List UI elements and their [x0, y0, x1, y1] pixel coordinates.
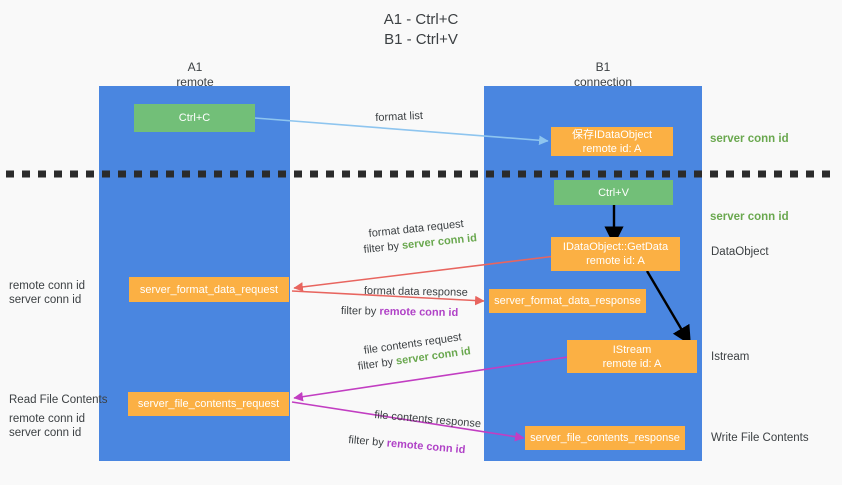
arrow-getdata-to-istream	[645, 270, 691, 346]
box-ctrl-v-line1: Ctrl+V	[598, 186, 629, 199]
box-server-file-contents-response[interactable]: server_file_contents_response	[525, 426, 685, 450]
lane-a1-name: A1	[187, 60, 203, 74]
fmt-resp-filter-prefix: filter by	[340, 304, 380, 318]
box-fmt-resp-label: server_format_data_response	[494, 295, 641, 307]
arrow-file-contents-request	[293, 356, 569, 402]
box-file-resp-label: server_file_contents_response	[530, 432, 680, 444]
box-idataobject-getdata[interactable]: IDataObject::GetData remote id: A	[551, 237, 680, 271]
box-server-file-contents-request[interactable]: server_file_contents_request	[128, 392, 289, 416]
box-getdata-line1: IDataObject::GetData	[562, 241, 669, 253]
right-label-istream: Istream	[711, 351, 750, 363]
left-label-remote-conn-id-2: remote conn id	[9, 413, 86, 425]
box-save-idataobject-line1: 保存IDataObject	[571, 128, 653, 141]
arrow-format-data-response	[291, 290, 485, 306]
edge-label-format-data-response-line1: format data response	[363, 284, 468, 299]
lane-header-b1: B1 connection	[528, 60, 678, 90]
fmt-resp-filter-value: remote conn id	[379, 305, 459, 320]
right-label-server-conn-id-mid: server conn id	[710, 211, 789, 223]
left-label-read-file-contents: Read File Contents	[9, 394, 108, 406]
left-label-server-conn-id-2: server conn id	[9, 427, 82, 439]
box-istream-line1: IStream	[612, 343, 652, 356]
right-label-write-file-contents: Write File Contents	[711, 432, 809, 444]
box-ctrl-c[interactable]: Ctrl+C	[134, 104, 255, 132]
box-file-req-label: server_file_contents_request	[137, 398, 280, 410]
box-ctrl-v[interactable]: Ctrl+V	[554, 180, 673, 205]
box-istream-line2: remote id: A	[602, 357, 662, 370]
title-line-1: A1 - Ctrl+C	[383, 11, 459, 28]
left-label-group-format: remote conn id server conn id	[9, 279, 85, 307]
left-label-remote-conn-id-1: remote conn id	[9, 280, 86, 292]
left-label-group-file: remote conn id server conn id	[9, 412, 85, 440]
title-line-2: B1 - Ctrl+V	[384, 31, 458, 48]
lane-b1-name: B1	[595, 60, 611, 74]
box-save-idataobject[interactable]: 保存IDataObject remote id: A	[551, 127, 673, 156]
file-resp-filter-prefix: filter by	[347, 433, 388, 450]
arrow-file-contents-response	[291, 401, 525, 442]
arrow-format-list	[254, 117, 549, 146]
right-label-server-conn-id-top: server conn id	[710, 133, 789, 145]
left-label-server-conn-id-1: server conn id	[9, 294, 82, 306]
fmt-req-filter-prefix: filter by	[363, 239, 403, 256]
box-save-idataobject-line2: remote id: A	[582, 142, 642, 155]
right-label-dataobject: DataObject	[711, 246, 769, 258]
lane-b1-sub: connection	[573, 75, 633, 89]
box-server-format-data-request[interactable]: server_format_data_request	[129, 277, 289, 302]
box-fmt-req-label: server_format_data_request	[139, 283, 279, 296]
arrow-format-data-request	[293, 255, 557, 292]
diagram-title: A1 - Ctrl+C B1 - Ctrl+V	[0, 10, 842, 50]
lane-header-a1: A1 remote	[120, 60, 270, 90]
box-server-format-data-response[interactable]: server_format_data_response	[489, 289, 646, 313]
box-istream[interactable]: IStream remote id: A	[567, 340, 697, 373]
edge-label-format-list: format list	[375, 109, 424, 124]
edge-label-format-data-response-line2: filter by remote conn id	[341, 304, 459, 320]
box-getdata-line2: remote id: A	[586, 255, 645, 267]
lane-a1-sub: remote	[176, 75, 214, 89]
box-ctrl-c-line1: Ctrl+C	[178, 112, 211, 124]
